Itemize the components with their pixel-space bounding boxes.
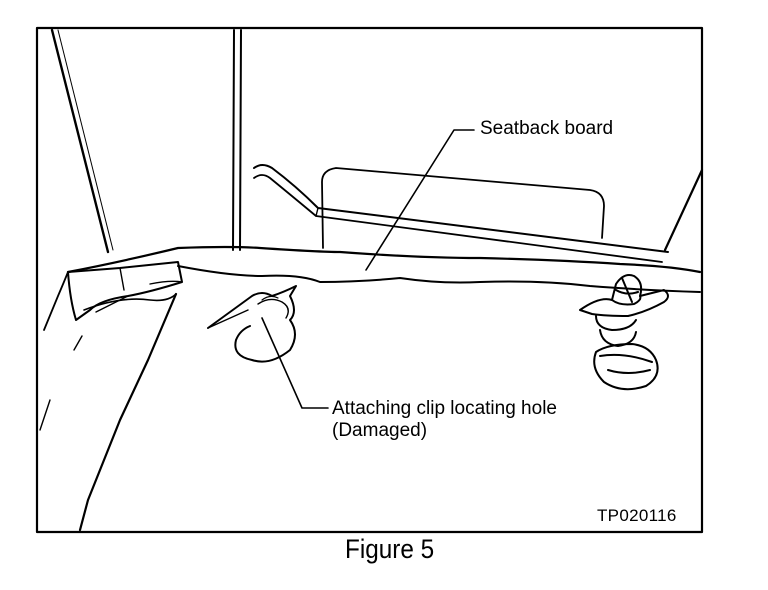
board-left-lower-edge — [78, 292, 178, 532]
seatback-board-leader — [365, 129, 475, 271]
board-left-cut-1 — [43, 271, 69, 331]
board-left-cut-2 — [73, 335, 83, 351]
clip-hole-label-line2: (Damaged) — [332, 420, 428, 441]
board-left-piece — [83, 293, 177, 311]
left-pillar-inner — [57, 29, 114, 251]
trim-strip-inner — [315, 207, 319, 217]
seatback-board-top — [66, 245, 702, 274]
damaged-hole-crack — [207, 298, 289, 329]
board-left-fold — [67, 261, 183, 321]
figure-code: TP020116 — [597, 506, 677, 525]
clip-hole-label-line1: Attaching clip locating hole — [332, 398, 557, 419]
trim-strip-lower — [253, 174, 663, 263]
seatback-board-label: Seatback board — [480, 118, 614, 139]
damaged-hole-rim — [261, 295, 279, 301]
clip-hole-leader — [261, 317, 329, 409]
attaching-clip — [579, 274, 669, 391]
back-panel — [321, 167, 605, 249]
left-pillar — [50, 28, 110, 254]
board-left-cut-3 — [39, 399, 51, 431]
center-post — [232, 29, 242, 251]
right-edge-line — [663, 168, 704, 252]
clip-hole-label: Attaching clip locating hole (Damaged) — [332, 398, 557, 442]
board-left-detail — [95, 267, 183, 313]
trim-strip — [253, 164, 669, 253]
seatback-board-edge — [177, 265, 701, 293]
figure-caption: Figure 5 — [345, 534, 435, 564]
figure-frame — [35, 26, 704, 534]
damaged-hole-outline — [207, 285, 297, 363]
